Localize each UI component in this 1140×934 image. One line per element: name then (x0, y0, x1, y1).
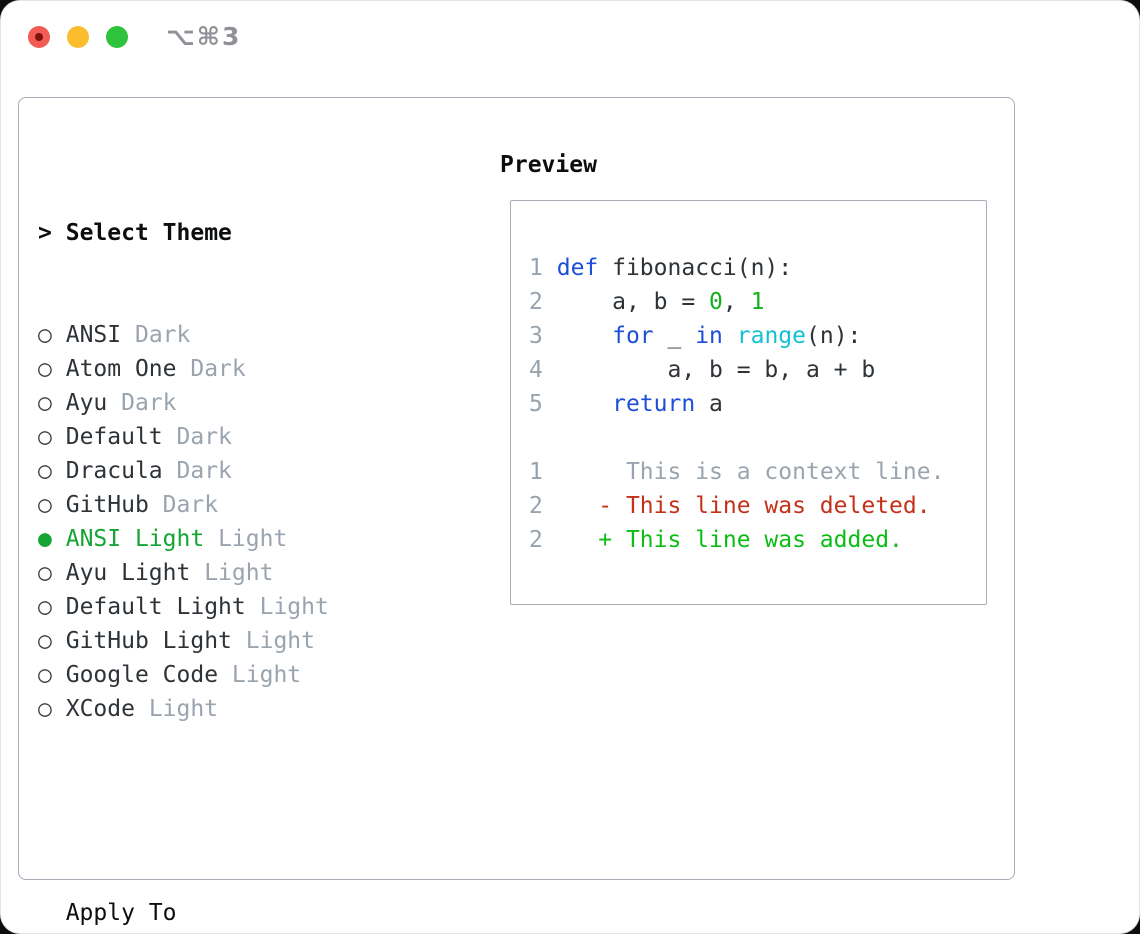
theme-variant-tag: Light (231, 662, 302, 688)
theme-option-default[interactable]: ○ Default Dark (38, 420, 426, 454)
radio-selected-icon: ● (38, 526, 52, 552)
radio-icon: ○ (38, 662, 52, 688)
theme-option-ansi-light[interactable]: ● ANSI Light Light (38, 522, 426, 556)
code-line: 1 def fibonacci(n): (529, 255, 793, 281)
theme-variant-tag: Light (259, 594, 329, 620)
radio-icon: ○ (38, 322, 52, 348)
code-blank-line (529, 421, 944, 455)
radio-icon: ○ (38, 356, 52, 382)
radio-icon: ○ (38, 424, 52, 450)
theme-variant-tag: Light (245, 628, 315, 654)
theme-option-dracula[interactable]: ○ Dracula Dark (38, 454, 426, 488)
code-line: 4 a, b = b, a + b (529, 357, 876, 383)
theme-variant-tag: Light (204, 560, 274, 586)
code-line: 2 a, b = 0, 1 (529, 289, 765, 315)
theme-option-google-code[interactable]: ○ Google Code Light (38, 658, 426, 692)
theme-option-label: Default (65, 424, 163, 450)
theme-option-label: Google Code (65, 662, 219, 688)
radio-icon: ○ (38, 696, 52, 722)
unsaved-dot-icon (35, 33, 43, 41)
theme-variant-tag: Light (218, 526, 288, 552)
code-line: 3 for _ in range(n): (529, 323, 862, 349)
theme-option-ayu[interactable]: ○ Ayu Dark (38, 386, 426, 420)
theme-option-ansi[interactable]: ○ ANSI Dark (38, 318, 426, 352)
theme-option-ayu-light[interactable]: ○ Ayu Light Light (38, 556, 426, 590)
theme-option-label: ANSI Light (65, 526, 205, 552)
radio-icon: ○ (38, 560, 52, 586)
cursor-prefix: > (38, 220, 52, 246)
preview-box: 1 def fibonacci(n): 2 a, b = 0, 1 3 for _ … (510, 200, 987, 605)
theme-option-label: Default Light (65, 594, 246, 620)
code-line: 1 This is a context line. (529, 459, 945, 485)
radio-icon: ○ (38, 594, 52, 620)
minimize-button[interactable] (67, 26, 89, 48)
select-theme-heading: > Select Theme (38, 220, 232, 246)
theme-option-label: Ayu Light (65, 560, 191, 586)
radio-icon: ○ (38, 458, 52, 484)
titlebar: ⌥⌘3 (0, 0, 1140, 75)
theme-variant-tag: Dark (176, 458, 232, 484)
theme-option-label: ANSI (65, 322, 122, 348)
close-button[interactable] (28, 26, 50, 48)
window-shortcut-label: ⌥⌘3 (166, 22, 242, 51)
theme-option-atom-one[interactable]: ○ Atom One Dark (38, 352, 426, 386)
zoom-button[interactable] (106, 26, 128, 48)
theme-list: > Select Theme ○ ANSI Dark○ Atom One Dar… (38, 148, 426, 934)
spacer (38, 794, 426, 828)
code-preview: 1 def fibonacci(n): 2 a, b = 0, 1 3 for _ … (529, 251, 944, 557)
theme-variant-tag: Dark (121, 390, 177, 416)
theme-variant-tag: Light (148, 696, 219, 722)
theme-option-label: XCode (65, 696, 135, 722)
theme-variant-tag: Dark (162, 492, 219, 518)
radio-icon: ○ (38, 628, 52, 654)
radio-icon: ○ (38, 492, 52, 518)
theme-variant-tag: Dark (176, 424, 232, 450)
theme-option-github[interactable]: ○ GitHub Dark (38, 488, 426, 522)
code-line: 5 return a (529, 391, 723, 417)
theme-option-github-light[interactable]: ○ GitHub Light Light (38, 624, 426, 658)
theme-option-default-light[interactable]: ○ Default Light Light (38, 590, 426, 624)
theme-option-label: Ayu (65, 390, 108, 416)
theme-variant-tag: Dark (190, 356, 246, 382)
apply-to-heading: Apply To (65, 900, 177, 926)
code-line: 2 - This line was deleted. (529, 493, 931, 519)
code-line: 2 + This line was added. (529, 527, 903, 553)
theme-option-label: Dracula (65, 458, 163, 484)
theme-variant-tag: Dark (134, 322, 191, 348)
theme-option-label: Atom One (65, 356, 177, 382)
theme-option-label: GitHub Light (65, 628, 232, 654)
theme-option-label: GitHub (65, 492, 149, 518)
radio-icon: ○ (38, 390, 52, 416)
preview-heading: Preview (500, 152, 597, 178)
theme-option-xcode[interactable]: ○ XCode Light (38, 692, 426, 726)
